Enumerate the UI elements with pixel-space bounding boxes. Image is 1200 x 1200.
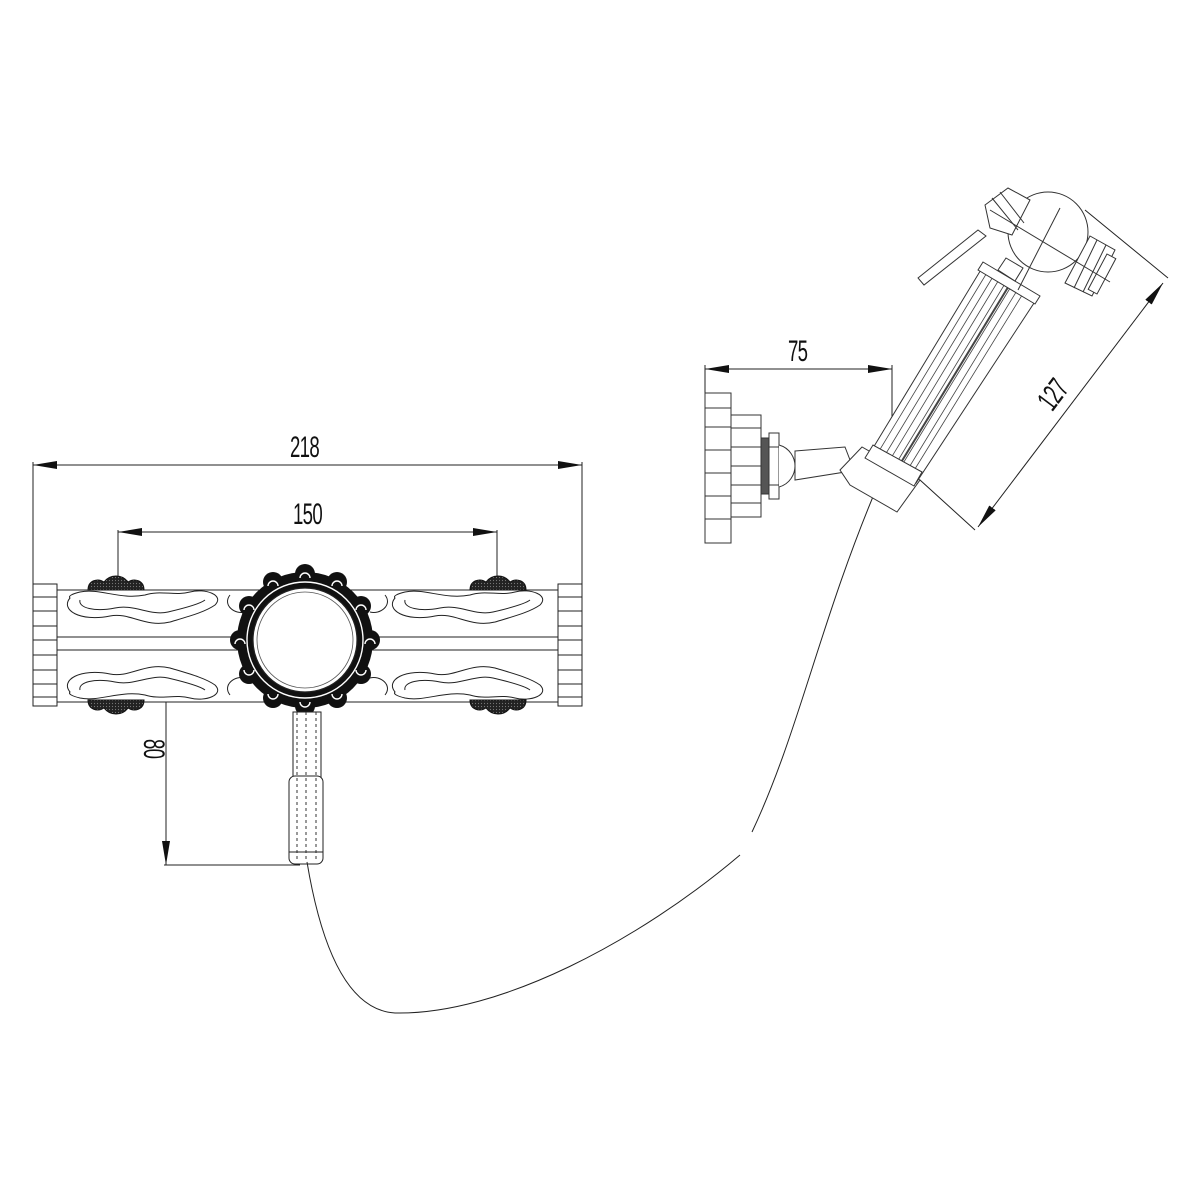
flexible-hose [306,479,881,1014]
dimension-label-150: 150 [284,500,332,530]
dimension-218 [32,461,583,590]
spray-head [984,187,1117,297]
dimension-label-75: 75 [778,337,818,367]
dimension-value: 75 [788,335,808,368]
lever-handle [288,711,324,865]
dimension-150 [117,528,498,580]
end-cap-right [557,583,583,707]
wall-flange [704,392,780,544]
cloud-knobs [87,575,527,715]
dimension-value: 218 [290,431,320,464]
swivel-connector [778,444,921,513]
dimension-127 [919,209,1169,531]
dimension-value: 80 [137,739,170,759]
dimension-label-218: 218 [281,433,329,463]
trigger-lever [917,229,987,286]
decorative-clouds-bottom [67,666,543,700]
ornamental-rosette [230,564,380,716]
end-cap-left [32,583,58,707]
dimension-label-80: 80 [137,729,170,769]
handle-grip [864,257,1041,487]
dimension-value: 150 [293,498,323,531]
